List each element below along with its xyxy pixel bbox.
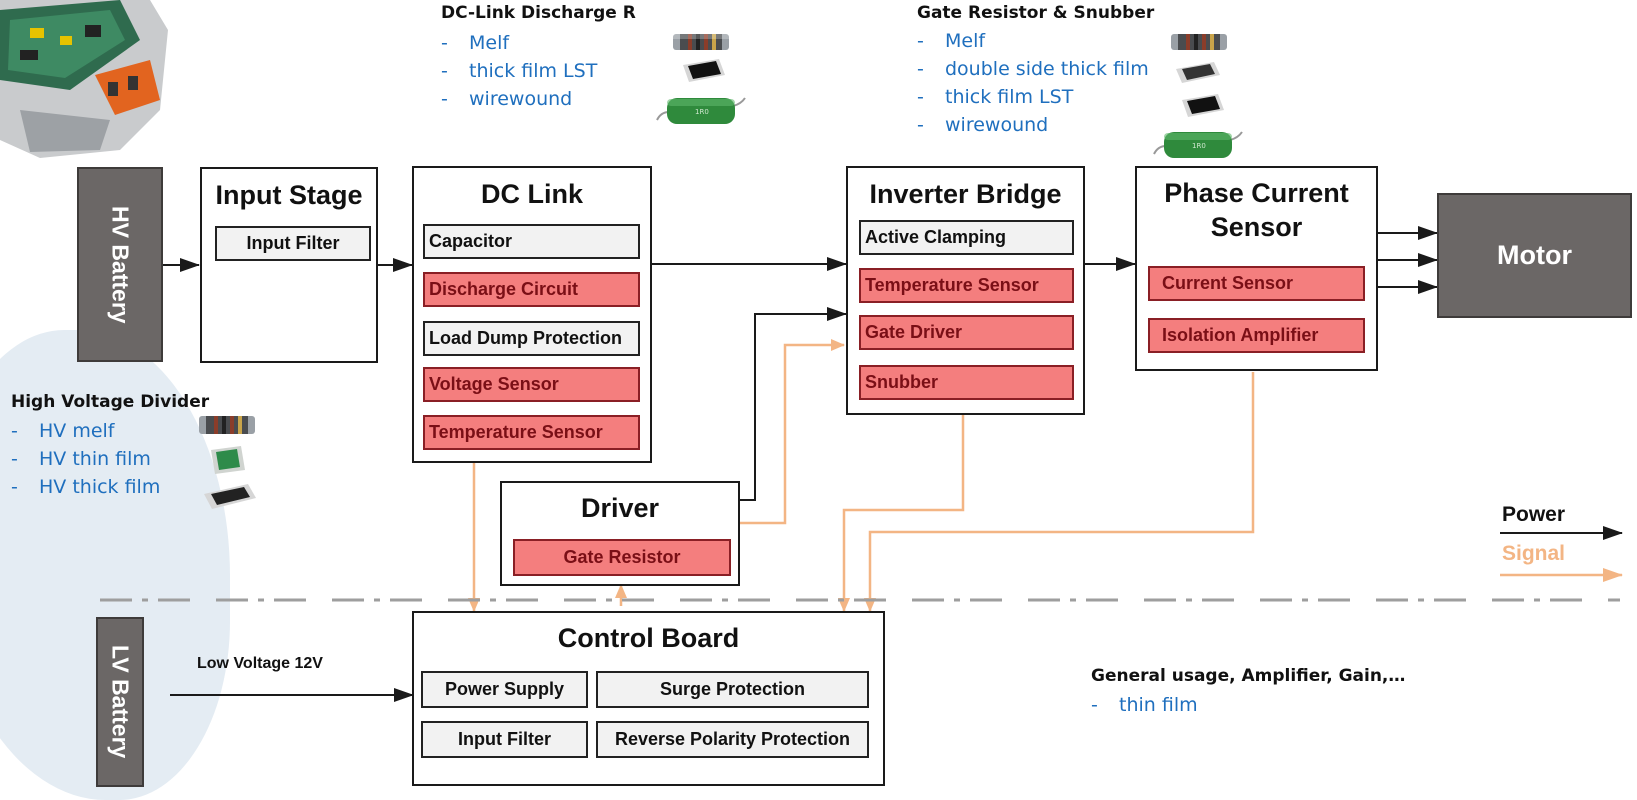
hv-battery-label: HV Battery — [107, 205, 134, 324]
hv-battery: HV Battery — [77, 167, 163, 362]
legend-signal-label: Signal — [1502, 542, 1566, 565]
dc-link-discharge-circuit: Discharge Circuit — [423, 272, 640, 307]
inverter-bridge-block: Inverter Bridge Active Clamping Temperat… — [846, 166, 1085, 415]
list-item: -HV melf — [11, 420, 115, 442]
power-line-driver-inverter — [739, 307, 847, 501]
dc-link-title: DC Link — [480, 179, 583, 209]
control-board-input-filter: Input Filter — [421, 721, 588, 758]
list-item: -thick film LST — [441, 60, 598, 82]
phase-current-sensor-current-sensor: Current Sensor — [1148, 266, 1365, 301]
input-stage-input-filter: Input Filter — [215, 226, 371, 261]
dc-link-load-dump-protection: Load Dump Protection — [423, 321, 640, 356]
chip-resistor-icon — [1176, 62, 1220, 83]
phase-current-sensor-block: Phase Current Sensor Current Sensor Isol… — [1135, 166, 1378, 371]
control-board-reverse-polarity-protection: Reverse Polarity Protection — [596, 721, 869, 758]
inverter-snubber: Snubber — [859, 365, 1074, 400]
input-stage-block: Input Stage Input Filter — [200, 167, 378, 363]
inverter-active-clamping: Active Clamping — [859, 220, 1074, 255]
list-item: -HV thick film — [11, 476, 161, 498]
list-item: -Melf — [441, 32, 510, 54]
control-board-power-supply: Power Supply — [421, 671, 588, 708]
driver-block: Driver Gate Resistor — [500, 481, 740, 586]
melf-resistor-icon — [199, 416, 255, 434]
signal-line-driver-inverter — [739, 339, 845, 525]
motor-block: Motor — [1437, 193, 1632, 318]
callout-gate-resistor-snubber-list: -Melf -double side thick film -thick fil… — [917, 27, 1149, 139]
inverter-gate-driver: Gate Driver — [859, 315, 1074, 350]
wirewound-resistor-icon: 1R0 — [1153, 131, 1243, 158]
callout-dc-link-discharge-list: -Melf -thick film LST -wirewound — [441, 29, 597, 113]
list-item: -wirewound — [917, 114, 1049, 136]
inverter-bridge-title: Inverter Bridge — [869, 179, 1062, 209]
driver-title: Driver — [580, 493, 660, 523]
callout-hv-divider-title: High Voltage Divider — [11, 392, 210, 412]
svg-text:1R0: 1R0 — [1192, 142, 1206, 150]
legend-power-label: Power — [1502, 503, 1566, 526]
input-stage-title: Input Stage — [215, 180, 363, 210]
thin-film-chip-icon — [211, 446, 245, 474]
callout-hv-divider-list: -HV melf -HV thin film -HV thick film — [11, 417, 160, 501]
lv-battery-label: LV Battery — [107, 645, 134, 759]
svg-text:1R0: 1R0 — [695, 108, 709, 116]
list-item: -Melf — [917, 30, 986, 52]
inverter-temperature-sensor: Temperature Sensor — [859, 268, 1074, 303]
list-item: -thin film — [1091, 694, 1198, 716]
phase-current-sensor-title-line1: Phase Current — [1164, 178, 1349, 208]
chip-resistor-icon — [683, 59, 725, 82]
dc-link-block: DC Link Capacitor Discharge Circuit Load… — [412, 166, 652, 463]
melf-resistor-icon — [673, 34, 729, 50]
inverter-module-photo — [0, 0, 168, 158]
callout-general-usage-title: General usage, Amplifier, Gain,… — [1091, 666, 1406, 686]
wirewound-resistor-icon: 1R0 — [656, 97, 746, 124]
list-item: -wirewound — [441, 88, 573, 110]
connection-wires — [100, 226, 1623, 702]
callout-general-usage-list: -thin film — [1091, 691, 1198, 719]
phase-current-sensor-isolation-amplifier: Isolation Amplifier — [1148, 318, 1365, 353]
chip-resistor-icon — [204, 484, 256, 509]
list-item: -thick film LST — [917, 86, 1074, 108]
chip-resistor-icon — [1182, 94, 1224, 117]
signal-line-sensor-control — [864, 372, 1255, 612]
low-voltage-label: Low Voltage 12V — [197, 655, 323, 672]
list-item: -HV thin film — [11, 448, 151, 470]
signal-line-inverter-control — [838, 415, 965, 612]
dc-link-voltage-sensor: Voltage Sensor — [423, 367, 640, 402]
dc-link-temperature-sensor: Temperature Sensor — [423, 415, 640, 450]
list-item: -double side thick film — [917, 58, 1149, 80]
callout-dc-link-discharge-title: DC-Link Discharge R — [441, 3, 636, 23]
lv-battery: LV Battery — [96, 617, 144, 787]
melf-resistor-icon — [1171, 34, 1227, 50]
motor-label: Motor — [1497, 240, 1572, 270]
dc-link-capacitor: Capacitor — [423, 224, 640, 259]
control-board-block: Control Board Power Supply Surge Protect… — [412, 611, 885, 786]
callout-gate-resistor-snubber-title: Gate Resistor & Snubber — [917, 3, 1155, 23]
phase-current-sensor-title-line2: Sensor — [1210, 212, 1303, 242]
control-board-surge-protection: Surge Protection — [596, 671, 869, 708]
driver-gate-resistor: Gate Resistor — [513, 539, 731, 576]
control-board-title: Control Board — [557, 623, 740, 653]
